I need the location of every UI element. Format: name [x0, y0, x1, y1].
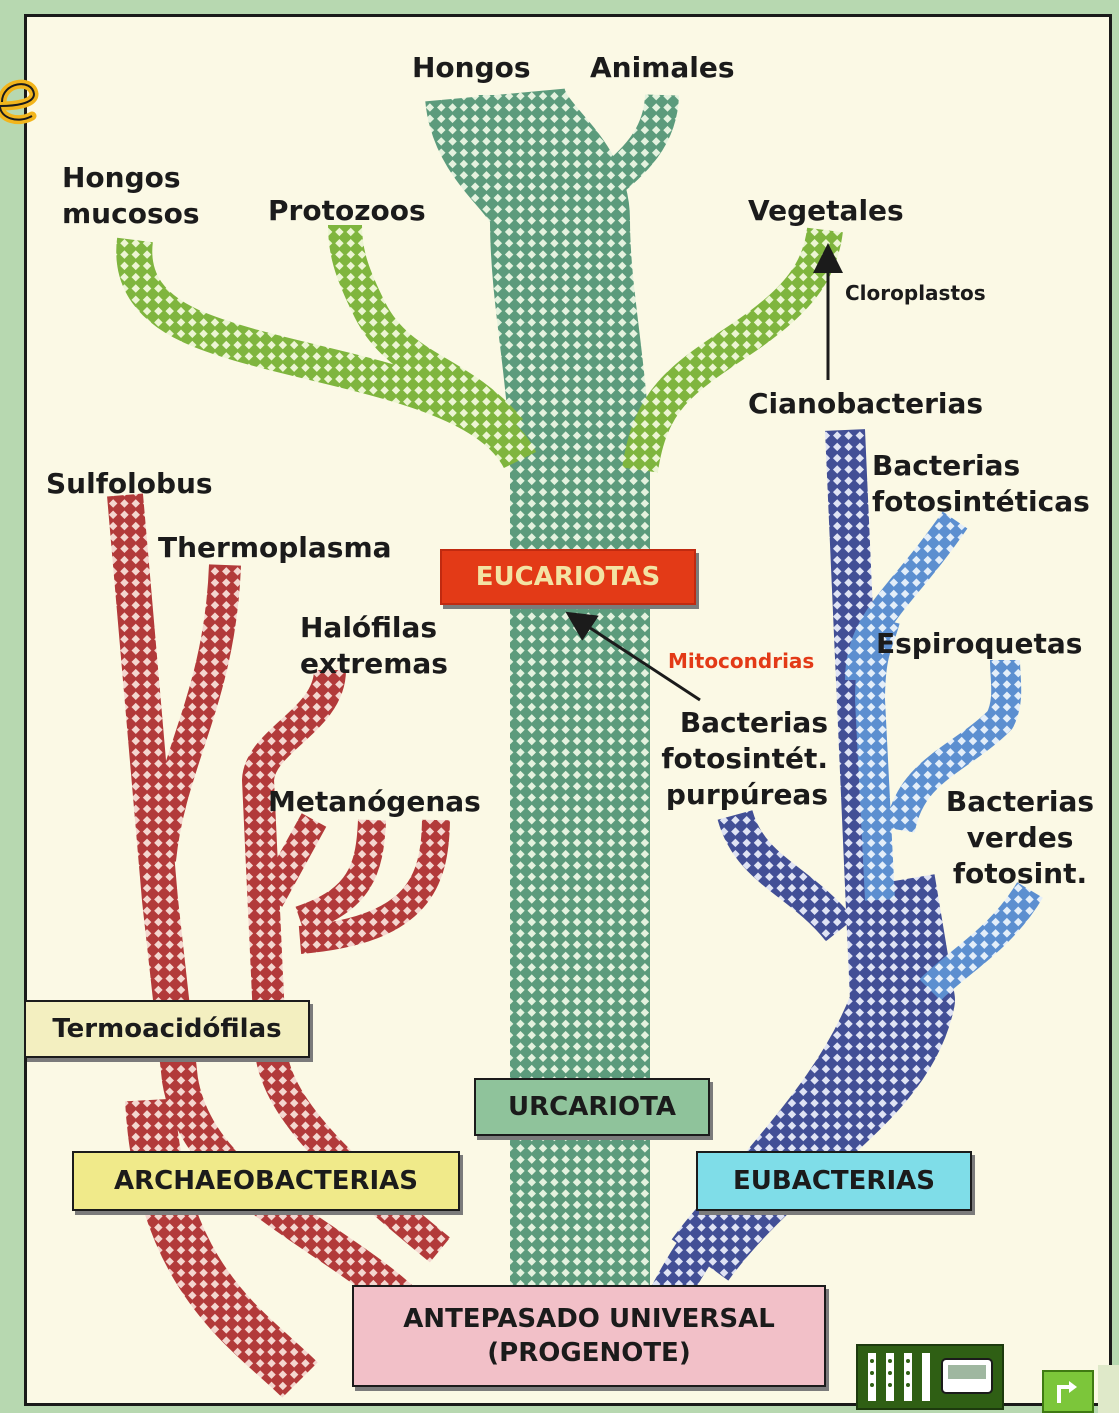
hongos-mucosos-branch: [134, 240, 520, 460]
label-purpureas: Bacterias fotosintét. purpúreas: [658, 705, 828, 813]
film-strip-button[interactable]: [856, 1344, 1004, 1410]
label-cianobacterias: Cianobacterias: [748, 386, 983, 422]
espiroquetas-branch: [870, 620, 885, 900]
return-button[interactable]: [1042, 1370, 1094, 1413]
eucariotas-box: EUCARIOTAS: [440, 549, 696, 605]
archaeobacterias-box: ARCHAEOBACTERIAS: [72, 1151, 460, 1211]
label-bacterias-fotosinteticas: Bacterias fotosintéticas: [872, 448, 1090, 520]
termoacidofilas-box: Termoacidófilas: [24, 1000, 310, 1058]
antepasado-universal-box: ANTEPASADO UNIVERSAL (PROGENOTE): [352, 1285, 826, 1387]
label-sulfolobus: Sulfolobus: [46, 466, 213, 502]
vegetales-branch: [640, 230, 825, 470]
label-cloroplastos: Cloroplastos: [845, 280, 986, 306]
label-bacterias-verdes: Bacterias verdes fotosint.: [930, 784, 1110, 892]
label-hongos-mucosos: Hongos mucosos: [62, 160, 200, 232]
label-hongos: Hongos: [412, 50, 531, 86]
urcariota-box: URCARIOTA: [474, 1078, 710, 1136]
label-thermoplasma: Thermoplasma: [158, 530, 392, 566]
eubacterias-box: EUBACTERIAS: [696, 1151, 972, 1211]
label-vegetales: Vegetales: [748, 193, 904, 229]
side-strip: [1098, 1365, 1119, 1413]
label-metanogenas: Metanógenas: [268, 784, 481, 820]
return-arrow-icon: [1053, 1377, 1083, 1407]
purpureas-branch: [735, 815, 840, 930]
title-fragment: [0, 66, 40, 128]
label-animales: Animales: [590, 50, 735, 86]
label-espiroquetas: Espiroquetas: [876, 626, 1082, 662]
metanogenas-f1: [270, 820, 314, 900]
thermoplasma-branch: [160, 565, 225, 860]
film-strip-icon: [860, 1347, 1000, 1407]
label-protozoos: Protozoos: [268, 193, 426, 229]
label-mitocondrias: Mitocondrias: [668, 647, 814, 675]
eukarya-trunk: [495, 95, 580, 1340]
label-halofilas: Halófilas extremas: [300, 610, 448, 682]
